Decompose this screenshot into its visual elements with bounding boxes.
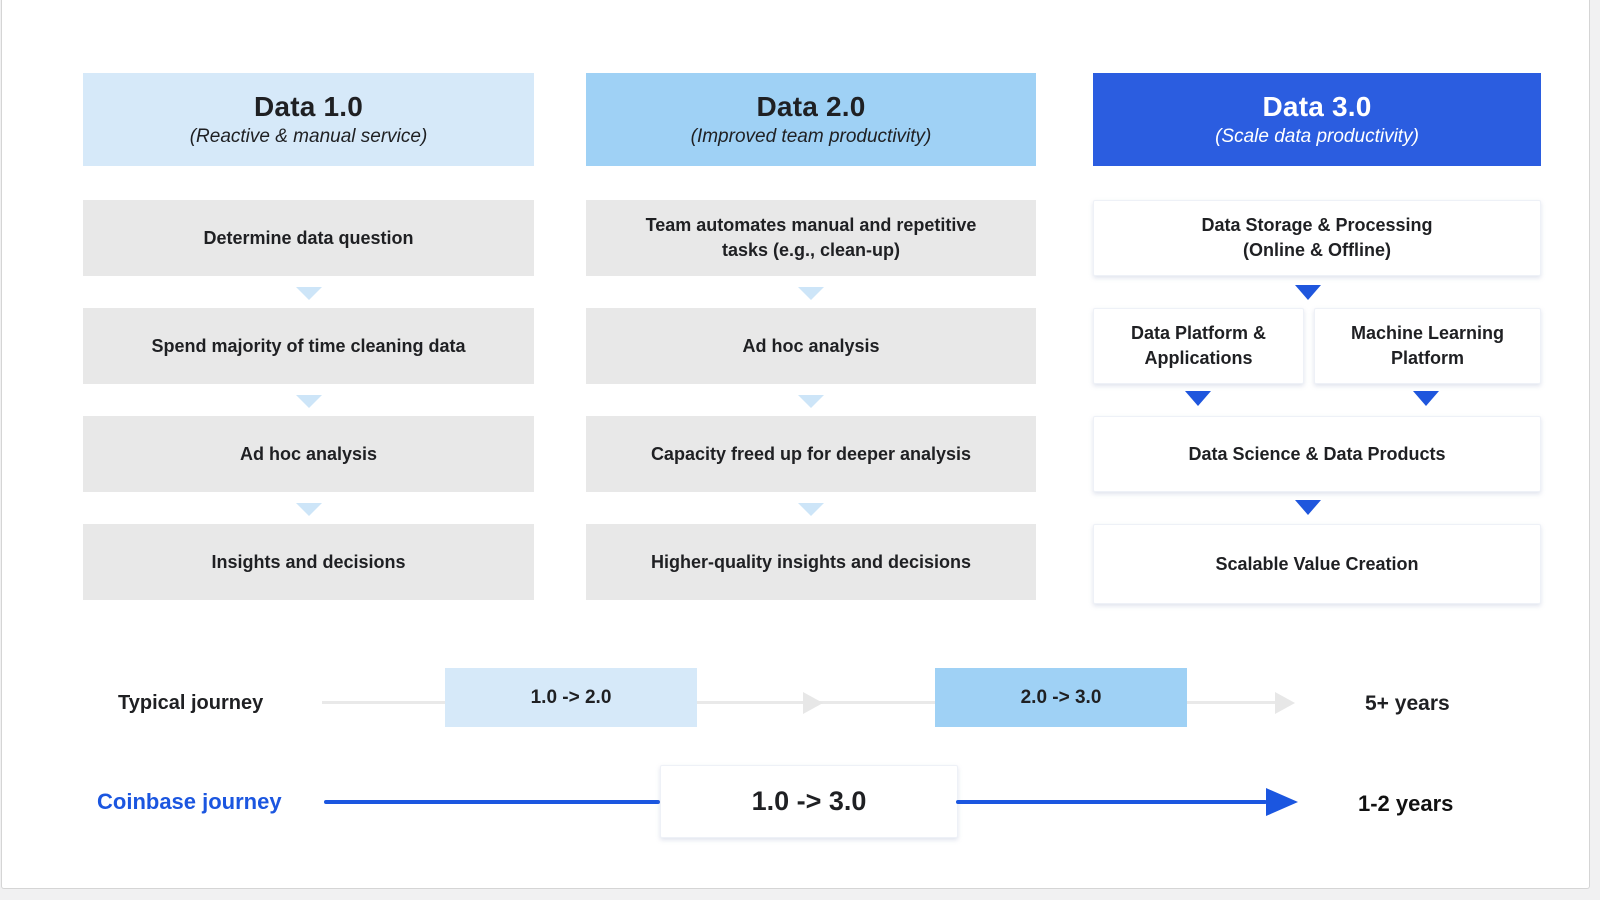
column-title-data-3: Data 3.0	[1262, 91, 1372, 122]
journey-line-segment	[1187, 701, 1275, 704]
column-header-data-3: Data 3.0 (Scale data productivity)	[1093, 73, 1541, 166]
down-arrow-icon	[296, 287, 322, 300]
column-subtitle-data-3: (Scale data productivity)	[1215, 126, 1419, 147]
flow-step: Ad hoc analysis	[586, 308, 1036, 384]
down-arrow-icon	[296, 503, 322, 516]
coinbase-journey-duration: 1-2 years	[1358, 791, 1454, 816]
flow-step: Insights and decisions	[83, 524, 534, 600]
flow-step: Spend majority of time cleaning data	[83, 308, 534, 384]
flow-step: Data Storage & Processing (Online & Offl…	[1093, 200, 1541, 276]
flow-step: Capacity freed up for deeper analysis	[586, 416, 1036, 492]
right-arrow-icon	[803, 692, 823, 714]
down-arrow-icon	[1413, 391, 1439, 406]
flow-step: Data Platform & Applications	[1093, 308, 1304, 384]
flow-step: Machine Learning Platform	[1314, 308, 1541, 384]
down-arrow-icon	[296, 395, 322, 408]
journey-step-1-to-3: 1.0 -> 3.0	[660, 765, 958, 838]
journey-step-1-to-2: 1.0 -> 2.0	[445, 668, 697, 727]
journey-line-segment	[322, 701, 446, 704]
right-arrow-icon	[1266, 788, 1298, 816]
column-subtitle-data-1: (Reactive & manual service)	[189, 126, 428, 147]
typical-journey-duration: 5+ years	[1365, 692, 1450, 715]
down-arrow-icon	[1295, 285, 1321, 300]
coinbase-line-segment	[956, 800, 1267, 804]
flow-step: Determine data question	[83, 200, 534, 276]
column-title-data-2: Data 2.0	[756, 91, 866, 122]
down-arrow-icon	[798, 395, 824, 408]
down-arrow-icon	[798, 503, 824, 516]
column-title-data-1: Data 1.0	[254, 91, 363, 122]
column-header-data-1: Data 1.0 (Reactive & manual service)	[83, 73, 534, 166]
typical-journey-label: Typical journey	[118, 692, 264, 714]
flow-step: Ad hoc analysis	[83, 416, 534, 492]
right-arrow-icon	[1275, 692, 1295, 714]
down-arrow-icon	[798, 287, 824, 300]
flow-step: Scalable Value Creation	[1093, 524, 1541, 604]
flow-step: Data Science & Data Products	[1093, 416, 1541, 492]
journey-step-2-to-3: 2.0 -> 3.0	[935, 668, 1187, 727]
flow-step: Team automates manual and repetitive tas…	[586, 200, 1036, 276]
column-subtitle-data-2: (Improved team productivity)	[690, 126, 932, 147]
flow-step: Higher-quality insights and decisions	[586, 524, 1036, 600]
coinbase-journey-label: Coinbase journey	[97, 789, 282, 814]
down-arrow-icon	[1185, 391, 1211, 406]
down-arrow-icon	[1295, 500, 1321, 515]
column-header-data-2: Data 2.0 (Improved team productivity)	[586, 73, 1036, 166]
coinbase-line-segment	[324, 800, 660, 804]
